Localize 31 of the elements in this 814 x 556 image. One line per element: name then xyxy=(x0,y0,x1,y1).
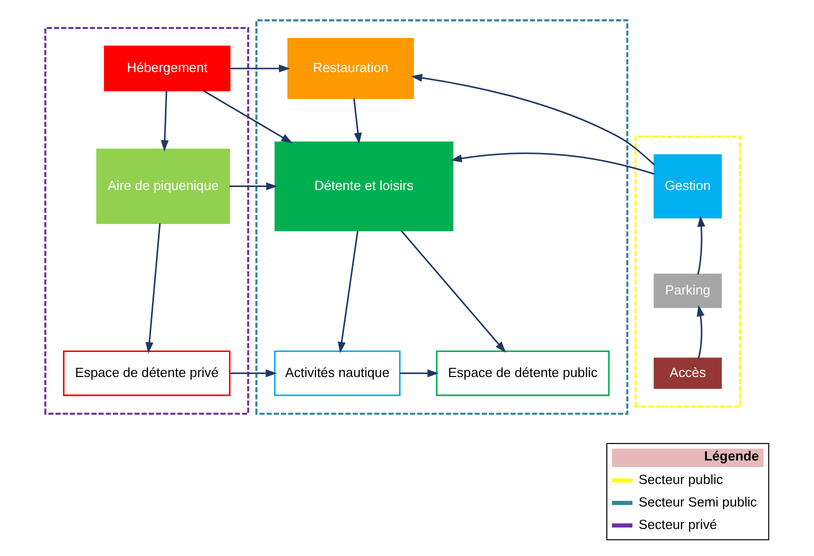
legend-label: Secteur privé xyxy=(638,516,718,532)
arrow xyxy=(353,98,362,144)
arrow xyxy=(230,369,278,378)
cluster xyxy=(255,19,628,415)
cluster xyxy=(634,136,742,408)
label: Légende xyxy=(704,448,759,464)
cluster xyxy=(44,26,250,415)
arrow xyxy=(229,182,278,190)
node-box: Parking xyxy=(654,274,722,308)
node-box: Hébergement xyxy=(104,46,230,92)
node-box: Espace de détente privé xyxy=(62,350,230,396)
arrow xyxy=(145,223,161,354)
arrow xyxy=(697,215,706,275)
node-box: Activités nautique xyxy=(274,350,401,396)
arrow xyxy=(202,90,293,144)
arrow xyxy=(696,305,704,359)
arrow xyxy=(400,230,506,353)
arrow xyxy=(400,369,439,378)
legend-label: Secteur Semi public xyxy=(638,494,757,510)
arrow xyxy=(410,74,655,166)
node-box: Espace de détente public xyxy=(436,350,610,396)
arrow xyxy=(160,90,169,152)
arrow xyxy=(230,64,290,72)
node-box: Aire de piquenique xyxy=(96,148,230,224)
node-box: Gestion xyxy=(654,154,722,218)
legend-label: Secteur public xyxy=(638,472,723,487)
node-box: Détente et loisirs xyxy=(274,141,454,232)
node-box: Restauration xyxy=(287,38,414,99)
arrow xyxy=(450,152,654,175)
arrow xyxy=(338,230,358,354)
node-box: Accès xyxy=(654,358,722,389)
